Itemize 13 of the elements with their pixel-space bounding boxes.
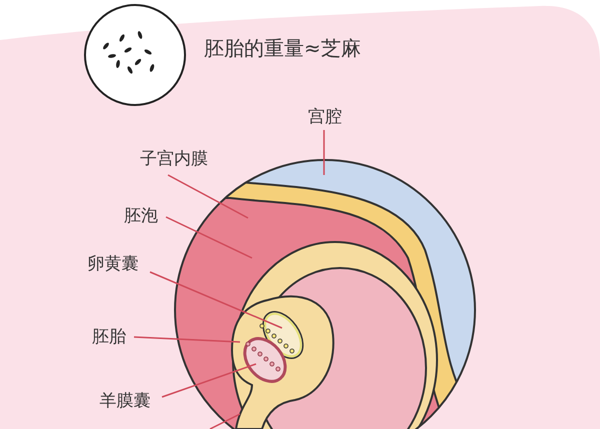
leader-line	[134, 336, 240, 343]
part-label: 卵黄囊	[78, 253, 148, 275]
leader-line	[166, 216, 252, 259]
leader-line	[150, 271, 282, 329]
part-label: 子宫内膜	[128, 148, 220, 170]
title: 胚胎的重量≈芝麻	[204, 38, 361, 58]
leader-line	[162, 363, 256, 398]
part-label: 胚胎	[86, 326, 132, 348]
part-label: 羊膜囊	[90, 390, 160, 412]
part-label: 宫腔	[300, 106, 350, 128]
leader-line	[323, 130, 325, 175]
part-label: 胚泡	[118, 205, 164, 227]
leader-line	[168, 174, 248, 219]
